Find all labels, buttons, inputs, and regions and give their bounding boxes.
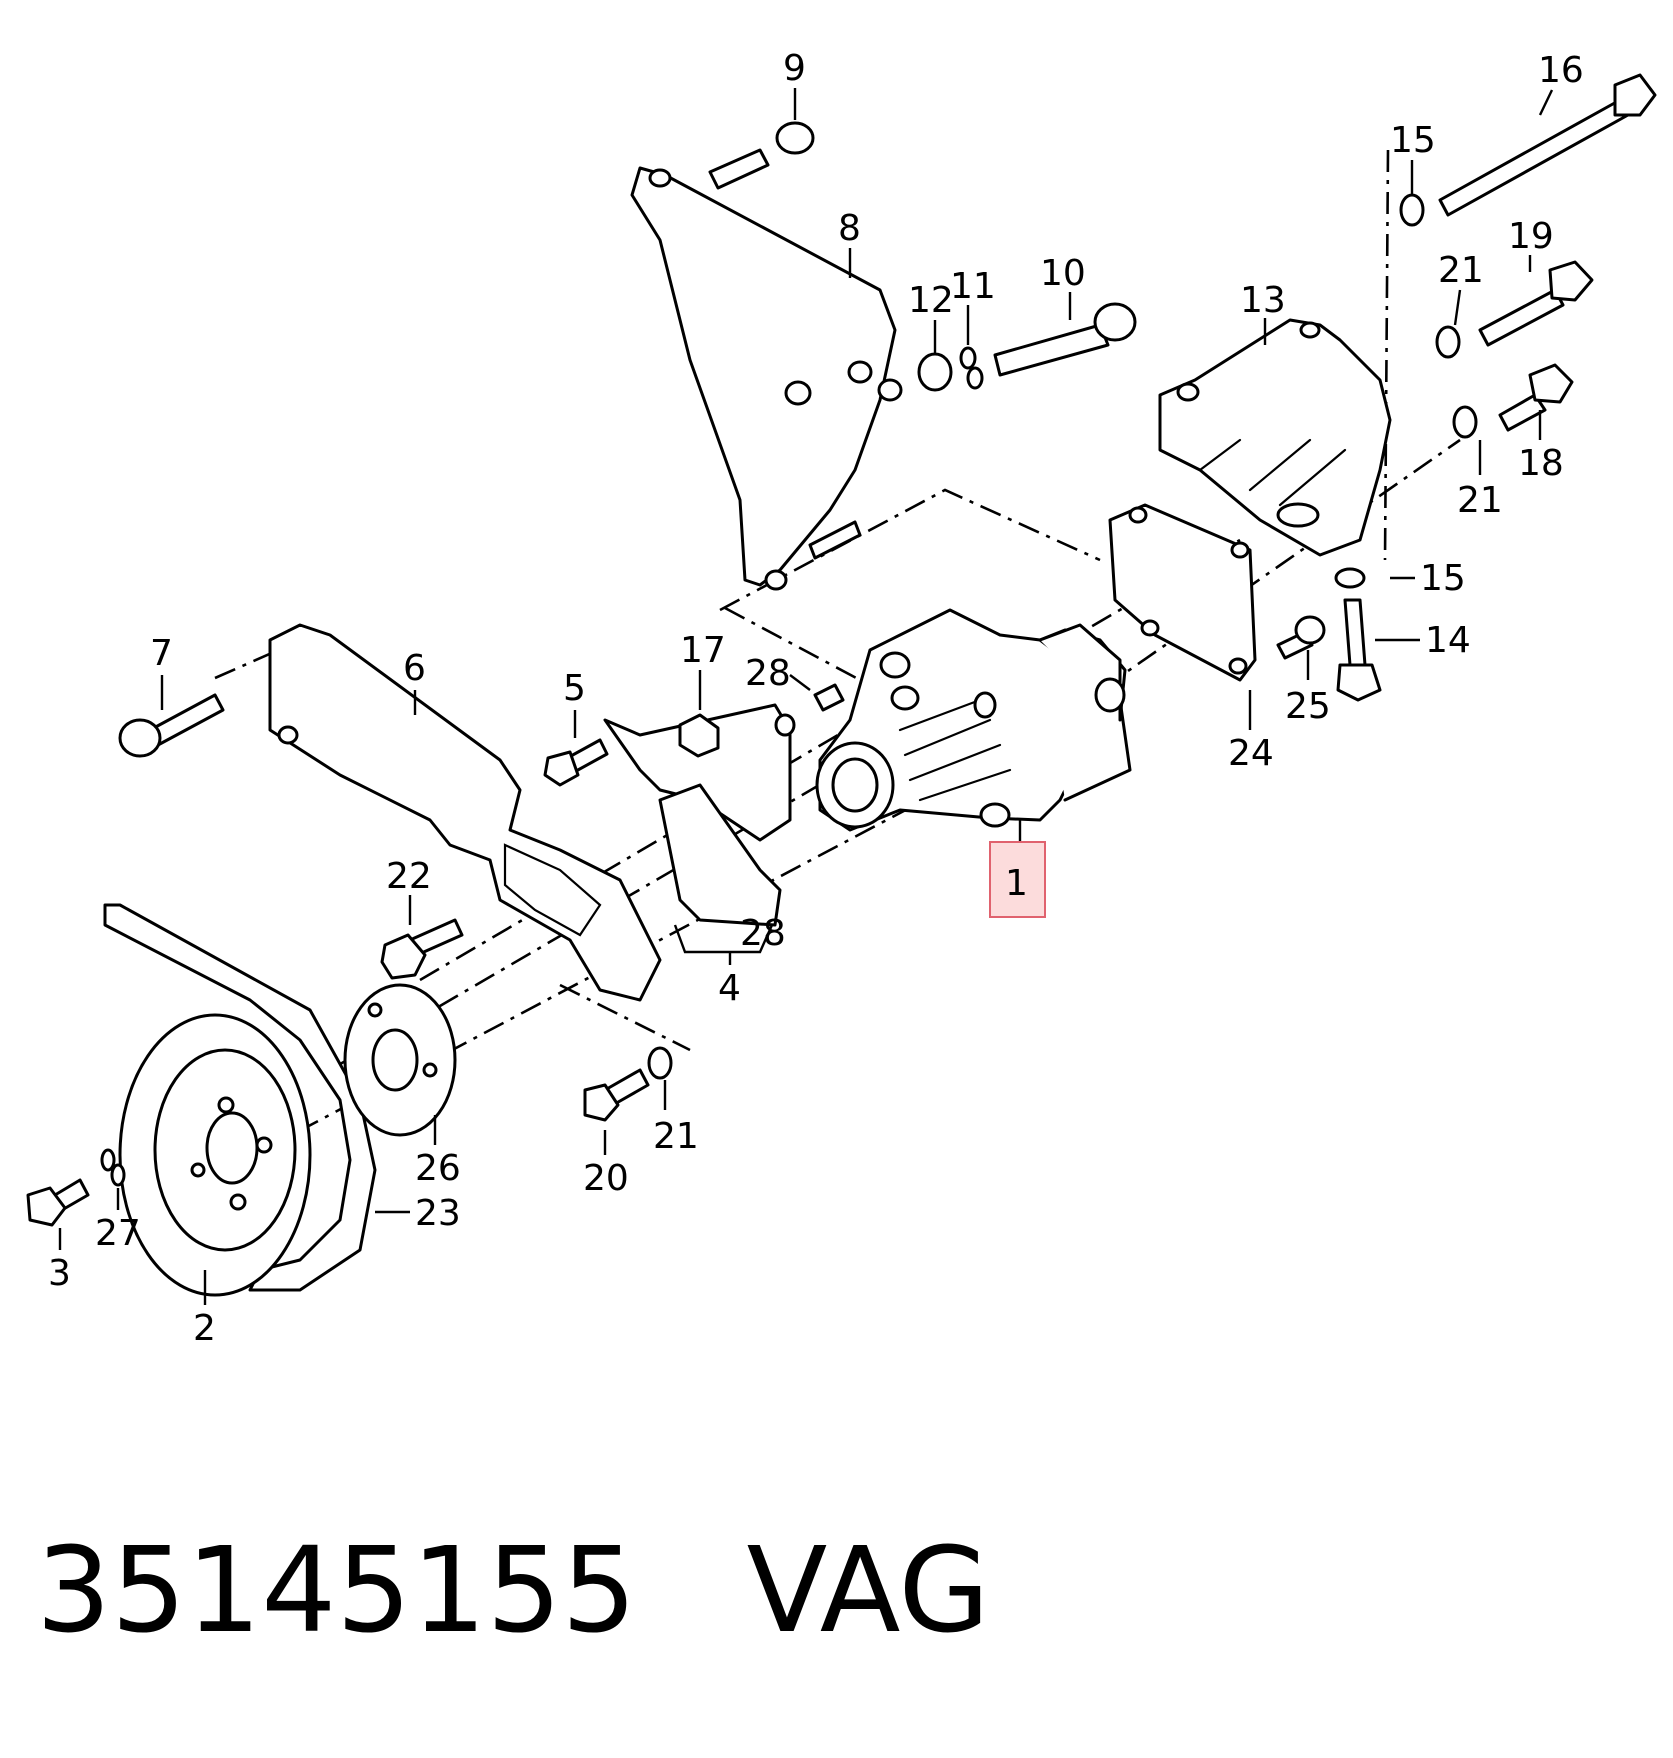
power-steering-pump-1 [815,608,1132,832]
callout-13: 13 [1240,280,1286,321]
part-caption: 35145155 VAG [36,1520,990,1660]
part-number: 35145155 [36,1521,637,1659]
brand-name: VAG [746,1521,990,1659]
callout-5: 5 [563,668,586,709]
bolts-and-hardware [26,73,1657,1227]
callout-8: 8 [838,208,861,249]
highlight-box [989,841,1046,918]
callout-9: 9 [783,48,806,89]
callout-18: 18 [1518,443,1564,484]
callout-28-upper: 28 [745,653,791,694]
flange-26 [343,983,457,1137]
callout-2: 2 [193,1308,216,1349]
callout-11: 11 [950,266,996,307]
callout-4: 4 [718,968,741,1009]
bracket-13 [1158,318,1392,557]
callout-22: 22 [386,856,432,897]
callout-21-lower: 21 [653,1116,699,1157]
pulley-2 [103,903,377,1297]
callout-7: 7 [150,633,173,674]
gasket-24 [1108,503,1257,682]
callout-6: 6 [403,648,426,689]
callout-20: 20 [583,1158,629,1199]
callout-1: 1 [1005,863,1028,904]
bracket-8 [630,166,903,591]
callout-27: 27 [95,1213,141,1254]
callout-15-top: 15 [1390,120,1436,161]
callout-26: 26 [415,1148,461,1189]
leader-lines [58,88,1554,1305]
parts-diagram: 1 2 3 4 5 6 7 8 9 10 11 12 13 14 15 15 1… [26,48,1657,1349]
callout-21-upper: 21 [1438,250,1484,291]
callout-17: 17 [680,630,726,671]
callout-12: 12 [908,280,954,321]
callout-23: 23 [415,1193,461,1234]
callout-16: 16 [1538,50,1584,91]
callout-3: 3 [48,1253,71,1294]
callout-15-lower: 15 [1420,558,1466,599]
callout-24: 24 [1228,733,1274,774]
bracket-4 [603,703,796,927]
bracket-6 [268,623,662,1002]
callout-19: 19 [1508,216,1554,257]
callout-10: 10 [1040,253,1086,294]
callout-25: 25 [1285,686,1331,727]
callout-14: 14 [1425,620,1471,661]
callout-21-right: 21 [1457,480,1503,521]
callout-28-lower: 28 [740,913,786,954]
callout-labels: 1 2 3 4 5 6 7 8 9 10 11 12 13 14 15 15 1… [48,48,1584,1349]
